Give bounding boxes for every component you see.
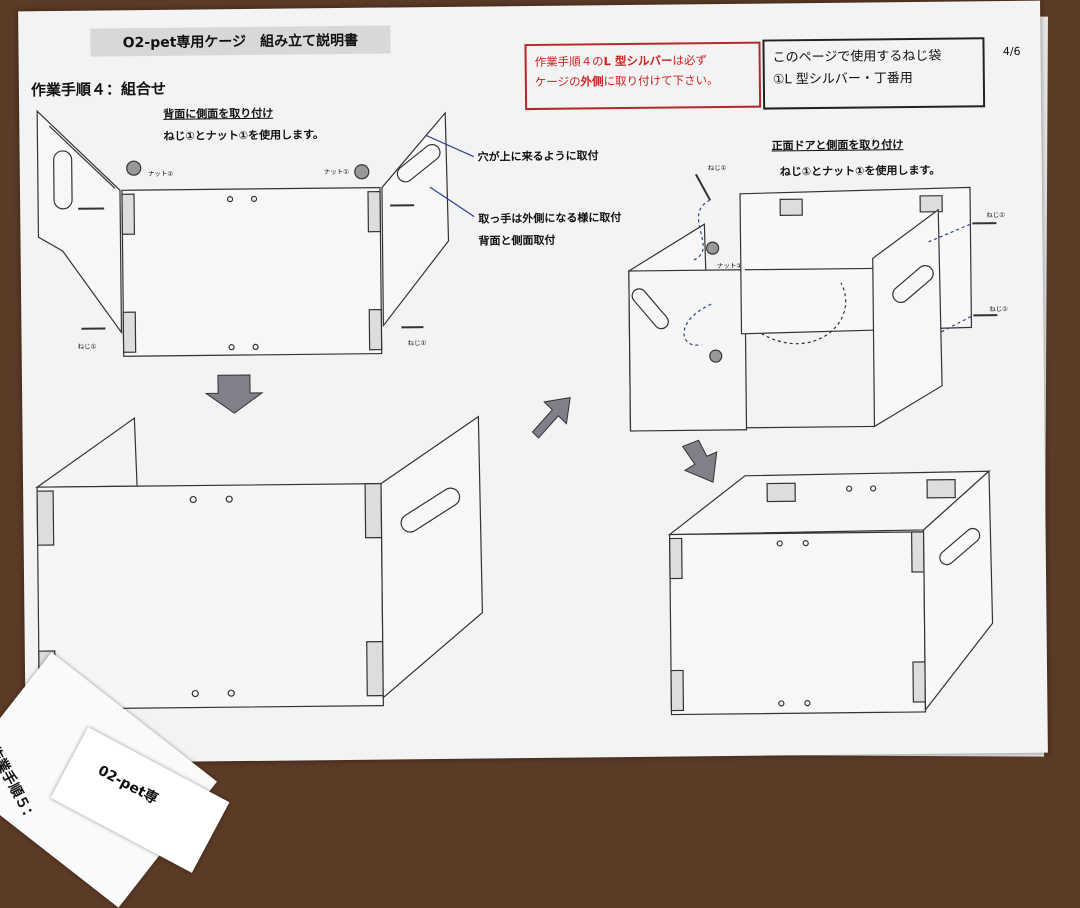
assembly-diagrams bbox=[18, 1, 1048, 764]
diagram-step-back-sides-result bbox=[36, 415, 483, 710]
arrow-down-icon bbox=[206, 375, 262, 414]
arrow-down-right-icon bbox=[683, 440, 717, 482]
instruction-sheet: O2-pet専用ケージ 組み立て説明書 4/6 作業手順４：組合せ 作業手順４の… bbox=[18, 1, 1048, 764]
diagram-step-back-sides bbox=[37, 107, 476, 358]
nut-icon bbox=[707, 242, 719, 254]
arrow-up-right-icon bbox=[532, 398, 570, 438]
diagram-step-completed-cage bbox=[669, 471, 993, 714]
diagram-step-door-sides bbox=[628, 171, 999, 431]
nut-icon bbox=[710, 350, 722, 362]
screw-icon bbox=[696, 174, 710, 200]
nut-icon bbox=[127, 161, 141, 175]
nut-icon bbox=[355, 165, 369, 179]
